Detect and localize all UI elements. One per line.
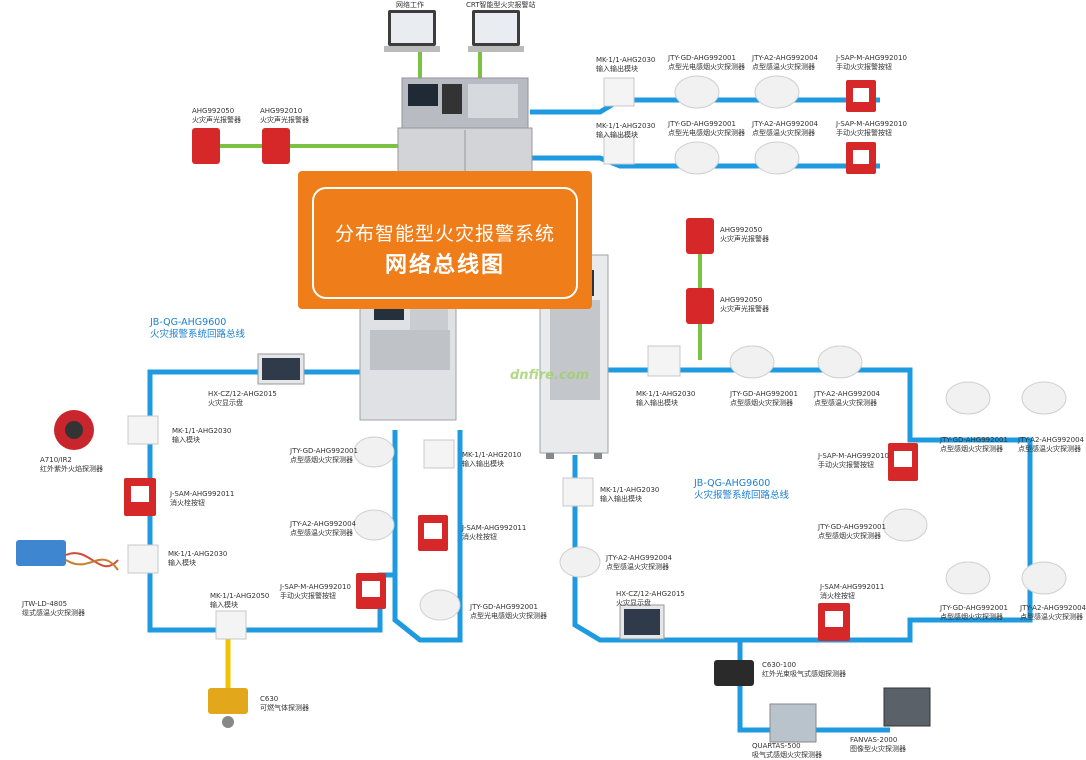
workstation-1-label: 网络工作 bbox=[396, 1, 424, 9]
workstation-2 bbox=[468, 10, 524, 52]
aspirating-detectors bbox=[714, 660, 931, 743]
flame-detector bbox=[54, 410, 94, 450]
displays bbox=[257, 353, 665, 640]
title-line-2: 网络总线图 bbox=[384, 253, 505, 278]
workstation-1 bbox=[384, 10, 440, 52]
title-frame bbox=[312, 187, 578, 299]
mid-alarm-2 bbox=[686, 288, 714, 324]
top-left-alarm-1 bbox=[192, 128, 220, 164]
gas-detector bbox=[208, 688, 248, 728]
watermark: dnfire.com bbox=[510, 368, 590, 383]
cable-detector bbox=[16, 540, 119, 571]
right-loop-label: JB-QG-AHG9600 火灾报警系统回路总线 bbox=[694, 478, 790, 501]
smoke-detectors bbox=[353, 75, 1067, 621]
left-loop-label: JB-QG-AHG9600 火灾报警系统回路总线 bbox=[150, 317, 246, 340]
modules bbox=[127, 77, 681, 640]
title-box: 分布智能型火灾报警系统 网络总线图 bbox=[298, 171, 592, 309]
top-left-alarm-2 bbox=[262, 128, 290, 164]
workstation-2-label: CRT智能型火灾报警站 bbox=[466, 1, 536, 9]
mid-alarm-1 bbox=[686, 218, 714, 254]
title-line-1: 分布智能型火灾报警系统 bbox=[334, 223, 555, 245]
